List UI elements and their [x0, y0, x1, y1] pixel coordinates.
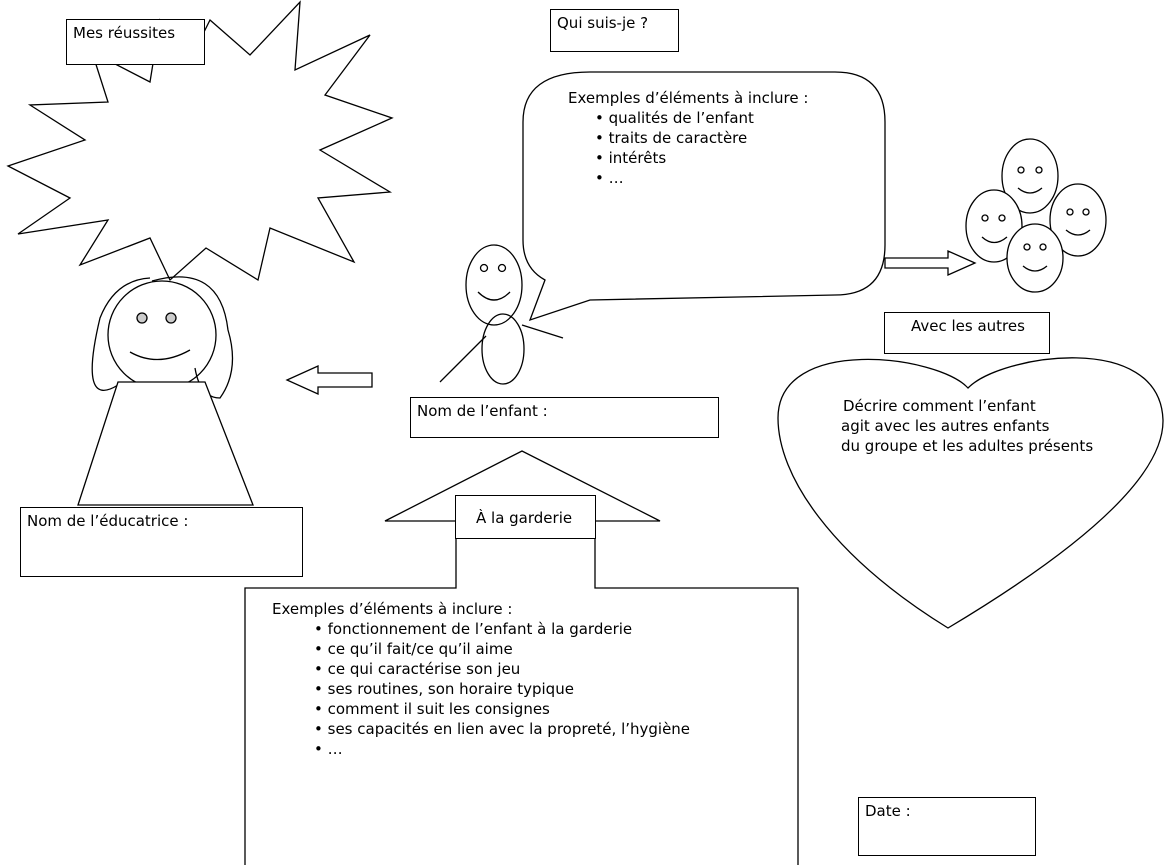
reussites-label: Mes réussites [66, 19, 205, 65]
heart-text: Décrire comment l’enfant agit avec les a… [841, 396, 1093, 456]
heart-line: agit avec les autres enfants [841, 417, 1050, 435]
list-item: … [314, 739, 690, 759]
educator-figure [77, 276, 254, 506]
arrow-right-icon [884, 249, 977, 277]
child-figure [439, 244, 564, 385]
list-item: ses capacités en lien avec la propreté, … [314, 719, 690, 739]
list-item: fonctionnement de l’enfant à la garderie [314, 619, 690, 639]
garderie-content: Exemples d’éléments à inclure : fonction… [272, 599, 690, 759]
qui-suis-je-label: Qui suis-je ? [550, 9, 679, 52]
list-item: comment il suit les consignes [314, 699, 690, 719]
list-item: ce qu’il fait/ce qu’il aime [314, 639, 690, 659]
qui-bubble-content: Exemples d’éléments à inclure : qualités… [568, 88, 808, 188]
list-item: ce qui caractérise son jeu [314, 659, 690, 679]
list-item: traits de caractère [595, 128, 808, 148]
garderie-label: À la garderie [455, 495, 596, 539]
list-item: ses routines, son horaire typique [314, 679, 690, 699]
date-field[interactable]: Date : [858, 797, 1036, 856]
nom-educatrice-field[interactable]: Nom de l’éducatrice : [20, 507, 303, 577]
garderie-intro: Exemples d’éléments à inclure : [272, 600, 513, 618]
arrow-left-icon [285, 364, 373, 396]
heart-line: Décrire comment l’enfant [843, 397, 1036, 415]
heart-line: du groupe et les adultes présents [841, 437, 1094, 455]
list-item: … [595, 168, 808, 188]
heart-shape [777, 357, 1164, 629]
starburst-shape [6, 0, 394, 282]
list-item: intérêts [595, 148, 808, 168]
qui-bubble-list: qualités de l’enfant traits de caractère… [595, 108, 808, 188]
avec-autres-label: Avec les autres [884, 312, 1050, 354]
nom-enfant-field[interactable]: Nom de l’enfant : [410, 397, 719, 438]
qui-bubble-intro: Exemples d’éléments à inclure : [568, 89, 809, 107]
faces-group [965, 138, 1107, 293]
house-body [594, 539, 799, 865]
garderie-list: fonctionnement de l’enfant à la garderie… [314, 619, 690, 759]
list-item: qualités de l’enfant [595, 108, 808, 128]
